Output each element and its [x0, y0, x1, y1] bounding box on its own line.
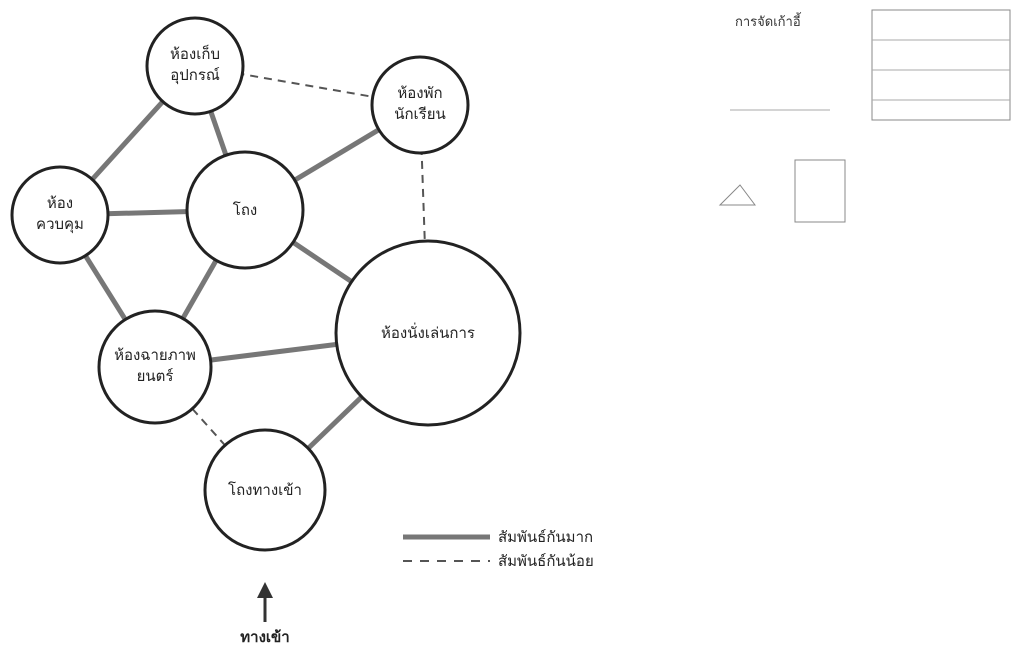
node-rehearsal-room: ห้องนั่งเล่นการ — [334, 239, 522, 427]
weak-link — [419, 104, 429, 334]
node-label-line2: ควบคุม — [36, 215, 84, 234]
node-hall: โถง — [185, 150, 305, 270]
node-equipment-room: ห้องเก็บ อุปกรณ์ — [145, 16, 245, 116]
node-label-line2: นักเรียน — [394, 105, 446, 123]
node-label-line1: ห้องฉายภาพ — [114, 346, 196, 364]
legend: สัมพันธ์กันมาก สัมพันธ์กันน้อย — [403, 528, 594, 570]
weak-link — [194, 65, 421, 106]
entrance-arrow-icon — [257, 582, 273, 622]
node-screen-room: ห้องฉายภาพ ยนตร์ — [97, 309, 213, 425]
seating-title: การจัดเก้าอี้ — [735, 12, 802, 30]
node-label-line1: ห้องพัก — [397, 84, 442, 102]
node-label-line2: อุปกรณ์ — [170, 66, 220, 85]
node-label: ห้องนั่งเล่นการ — [381, 322, 475, 342]
node-label-line2: ยนตร์ — [137, 367, 174, 385]
entrance-label: ทางเข้า — [240, 628, 289, 646]
node-entrance-hall: โถงทางเข้า — [203, 428, 327, 552]
node-control-room: ห้อง ควบคุม — [10, 165, 110, 265]
node-counselor-room: ห้องพัก นักเรียน — [370, 55, 470, 155]
node-label-line1: ห้องเก็บ — [170, 44, 220, 63]
node-label: โถง — [233, 201, 257, 219]
legend-weak-label: สัมพันธ์กันน้อย — [498, 552, 594, 570]
node-label: โถงทางเข้า — [228, 481, 302, 499]
node-label-line1: ห้อง — [47, 194, 73, 212]
seating-plan-sketch: การจัดเก้าอี้ — [718, 9, 1011, 223]
legend-strong-label: สัมพันธ์กันมาก — [498, 528, 593, 546]
